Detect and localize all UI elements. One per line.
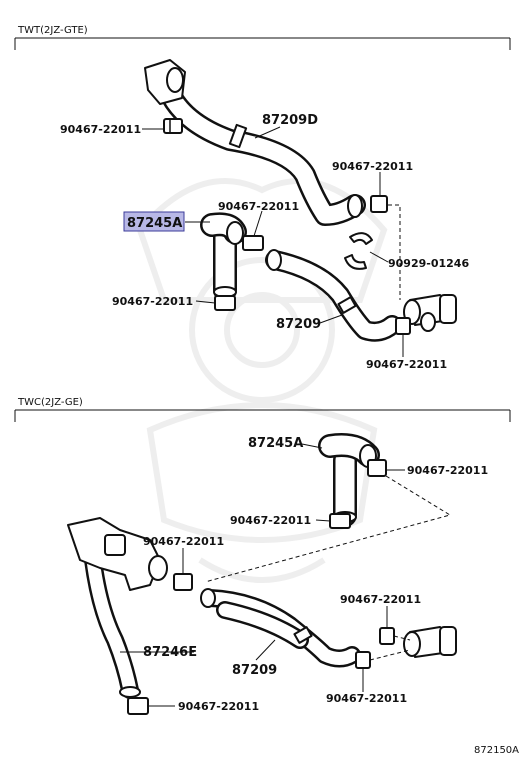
dashed-bottom-cross bbox=[204, 475, 452, 583]
hose-87246E bbox=[67, 517, 168, 699]
label-bot-clamp-right-lower[interactable]: 90467-22011 bbox=[326, 692, 407, 705]
label-top-clip[interactable]: 90929-01246 bbox=[388, 257, 469, 270]
label-bot-clamp-mid[interactable]: 90467-22011 bbox=[230, 514, 311, 527]
clamp-bottom-mid bbox=[329, 513, 351, 529]
hose-87209-top bbox=[265, 249, 402, 342]
clamp-bottom-bottom bbox=[127, 697, 149, 715]
leader-bot-87209 bbox=[255, 639, 276, 661]
clamp-bottom-right-upper bbox=[379, 627, 395, 645]
dashed-bottom-right-lower bbox=[369, 649, 411, 661]
clamp-bottom-left bbox=[173, 573, 193, 591]
hose-87209D-top bbox=[144, 59, 366, 226]
leader-bot-87245A bbox=[301, 443, 323, 449]
hose-87209-bottom bbox=[200, 588, 361, 668]
section-frame-top bbox=[14, 37, 511, 50]
leader-top-clamp-mid bbox=[253, 210, 263, 237]
section-title-bottom: TWC(2JZ-GE) bbox=[17, 397, 83, 408]
clamp-top-left bbox=[163, 118, 183, 134]
highlight-87245A-top bbox=[123, 211, 185, 232]
label-bot-clamp-bottom[interactable]: 90467-22011 bbox=[178, 700, 259, 713]
clamp-top-lower-left bbox=[214, 295, 236, 311]
hose-87245A-top bbox=[200, 212, 247, 302]
label-bot-clamp-left[interactable]: 90467-22011 bbox=[143, 535, 224, 548]
leader-top-clip bbox=[369, 251, 389, 263]
label-top-clamp-mid[interactable]: 90467-22011 bbox=[218, 200, 299, 213]
section-frame-bottom bbox=[14, 409, 511, 422]
watermark-emblem bbox=[136, 178, 388, 583]
union-pipe-top bbox=[403, 294, 457, 332]
leader-bot-clamp-mid bbox=[315, 519, 331, 522]
clamp-bottom-upper-right bbox=[367, 459, 387, 477]
diagram-code: 872150A bbox=[474, 745, 519, 756]
clip-90929-01246 bbox=[344, 232, 373, 270]
union-pipe-bottom bbox=[403, 626, 457, 658]
label-bot-87245A[interactable]: 87245A bbox=[248, 436, 303, 451]
label-top-clamp-upper-right[interactable]: 90467-22011 bbox=[332, 160, 413, 173]
label-top-clamp-lower-left[interactable]: 90467-22011 bbox=[112, 295, 193, 308]
leader-top-clamp-ll bbox=[195, 300, 216, 304]
label-bot-clamp-right-upper[interactable]: 90467-22011 bbox=[340, 593, 421, 606]
clamp-top-mid bbox=[242, 235, 264, 251]
label-bot-87246E[interactable]: 87246E bbox=[143, 645, 197, 660]
leader-top-87209 bbox=[319, 314, 343, 324]
dashed-top-right bbox=[388, 204, 401, 300]
clamp-top-lower-right bbox=[395, 317, 411, 335]
label-top-87245A[interactable]: 87245A bbox=[127, 216, 182, 231]
dashed-bottom-right-upper bbox=[393, 635, 411, 641]
clamp-top-upper-right bbox=[370, 195, 388, 213]
label-top-87209D[interactable]: 87209D bbox=[262, 113, 318, 128]
label-top-clamp-left[interactable]: 90467-22011 bbox=[60, 123, 141, 136]
label-bot-clamp-upper-right[interactable]: 90467-22011 bbox=[407, 464, 488, 477]
label-top-clamp-lower-right[interactable]: 90467-22011 bbox=[366, 358, 447, 371]
leader-top-87209D bbox=[254, 126, 281, 139]
section-title-top: TWT(2JZ-GTE) bbox=[17, 25, 88, 36]
hose-87245A-bottom bbox=[318, 433, 380, 527]
label-top-87209[interactable]: 87209 bbox=[276, 317, 321, 332]
label-bot-87209[interactable]: 87209 bbox=[232, 663, 277, 678]
clamp-bottom-right-lower bbox=[355, 651, 371, 669]
